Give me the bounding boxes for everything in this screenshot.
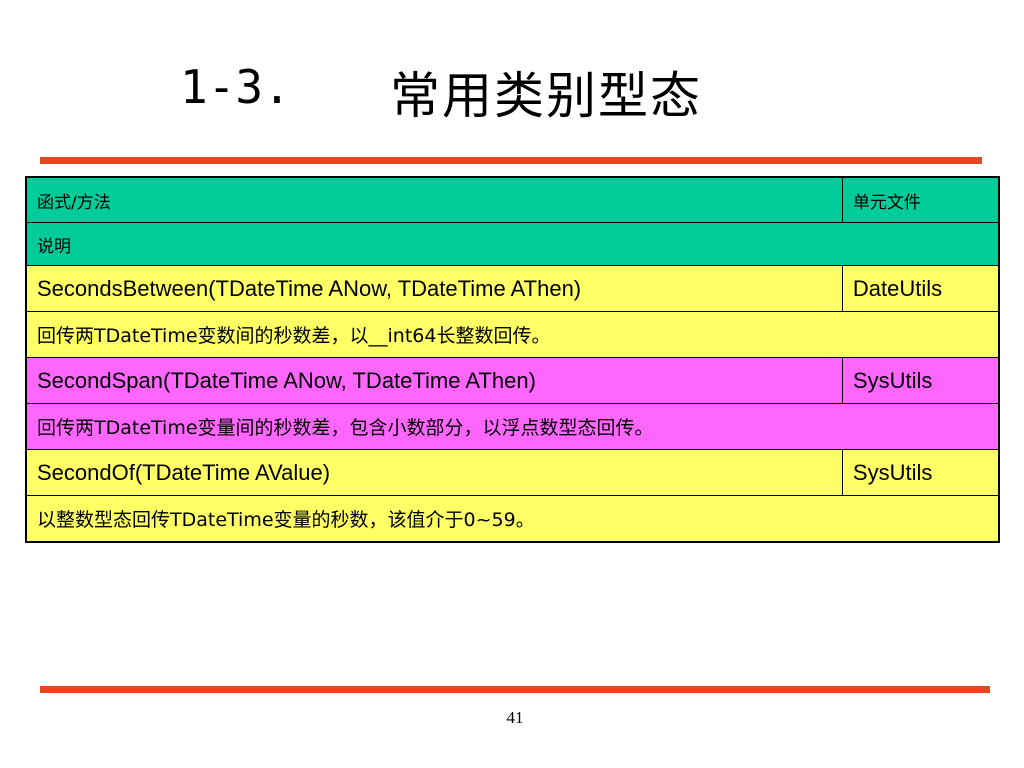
- slide-title: 1-3. 常用类别型态: [0, 50, 1024, 130]
- table-header-row: 函式/方法 单元文件: [25, 176, 1000, 223]
- header-unit: 单元文件: [841, 176, 1000, 223]
- top-divider: [40, 157, 982, 164]
- description-cell: 回传两TDateTime变量间的秒数差，包含小数部分，以浮点数型态回传。: [25, 403, 1000, 450]
- table-row: SecondsBetween(TDateTime ANow, TDateTime…: [25, 265, 1000, 312]
- header-description: 说明: [25, 222, 1000, 266]
- description-cell: 回传两TDateTime变数间的秒数差，以__int64长整数回传。: [25, 311, 1000, 358]
- title-text: 常用类别型态: [390, 67, 702, 125]
- title-number: 1-3.: [180, 60, 291, 114]
- table-row: SecondOf(TDateTime AValue) SysUtils: [25, 449, 1000, 496]
- unit-cell: DateUtils: [841, 265, 1000, 312]
- header-function: 函式/方法: [25, 176, 843, 223]
- function-cell: SecondOf(TDateTime AValue): [25, 449, 843, 496]
- page-number: 41: [506, 708, 524, 727]
- table-row-description: 回传两TDateTime变数间的秒数差，以__int64长整数回传。: [25, 311, 1000, 358]
- function-table: 函式/方法 单元文件 说明 SecondsBetween(TDateTime A…: [25, 176, 1000, 543]
- unit-cell: SysUtils: [841, 357, 1000, 404]
- bottom-divider: [40, 686, 990, 693]
- description-cell: 以整数型态回传TDateTime变量的秒数，该值介于0~59。: [25, 495, 1000, 543]
- function-cell: SecondSpan(TDateTime ANow, TDateTime ATh…: [25, 357, 843, 404]
- unit-cell: SysUtils: [841, 449, 1000, 496]
- table-header-description-row: 说明: [25, 222, 1000, 266]
- table-row-description: 以整数型态回传TDateTime变量的秒数，该值介于0~59。: [25, 495, 1000, 543]
- function-cell: SecondsBetween(TDateTime ANow, TDateTime…: [25, 265, 843, 312]
- table-row: SecondSpan(TDateTime ANow, TDateTime ATh…: [25, 357, 1000, 404]
- table-row-description: 回传两TDateTime变量间的秒数差，包含小数部分，以浮点数型态回传。: [25, 403, 1000, 450]
